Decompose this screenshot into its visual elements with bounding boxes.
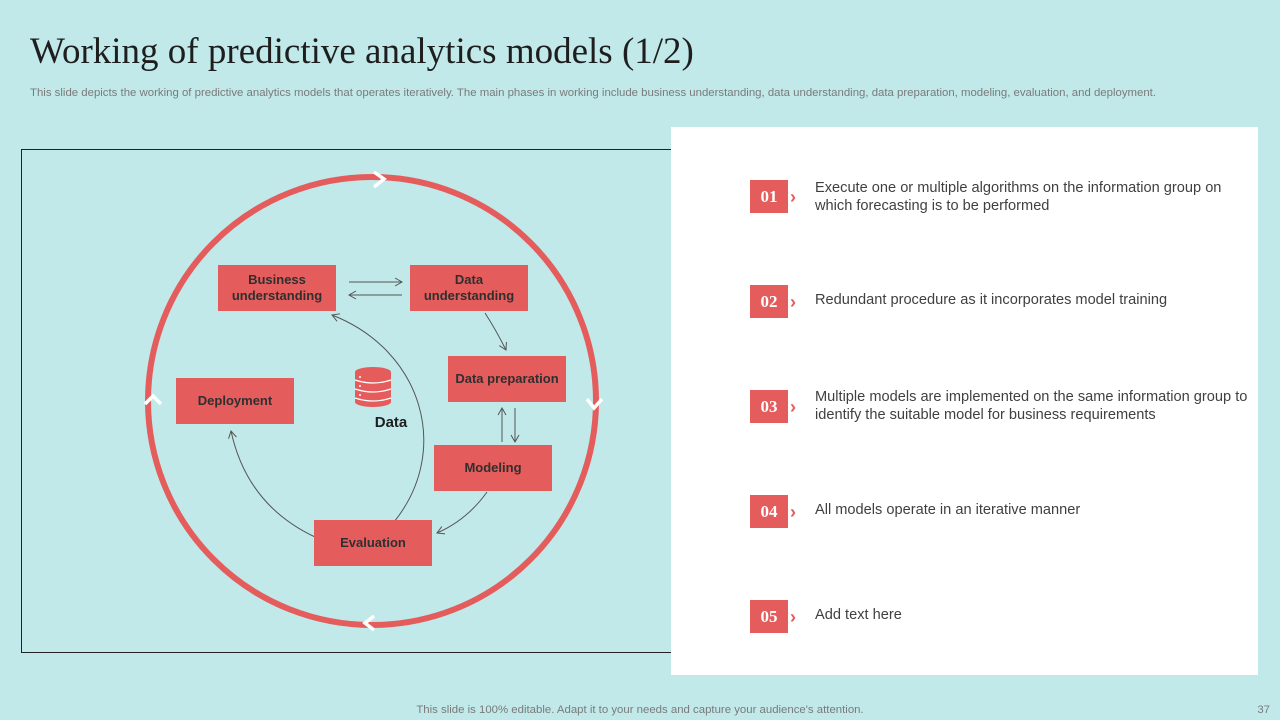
node-business-understanding: Business understanding xyxy=(218,265,336,311)
item-number-badge: 03 xyxy=(750,390,788,423)
chevron-right-icon: › xyxy=(790,607,796,627)
item-number-badge: 02 xyxy=(750,285,788,318)
ring-arrow-top xyxy=(372,170,387,189)
item-text: Multiple models are implemented on the s… xyxy=(815,389,1248,423)
item-text: All models operate in an iterative manne… xyxy=(815,502,1081,518)
diagram-panel: Business understanding Data understandin… xyxy=(21,149,731,653)
arrow-understanding-to-preparation xyxy=(484,312,507,351)
footer-note: This slide is 100% editable. Adapt it to… xyxy=(416,704,864,716)
item-text: Add text here xyxy=(815,607,902,623)
page-title: Working of predictive analytics models (… xyxy=(30,31,694,72)
steps-panel: 01 › Execute one or multiple algorithms … xyxy=(671,127,1258,675)
item-number-badge: 01 xyxy=(750,180,788,213)
arrow-evaluation-to-business xyxy=(331,313,425,523)
item-number-badge: 05 xyxy=(750,600,788,633)
ring-arrow-right xyxy=(585,397,604,411)
arrow-evaluation-to-deployment xyxy=(228,430,316,538)
ring-arrow-bottom xyxy=(362,614,376,632)
page-subtitle: This slide depicts the working of predic… xyxy=(30,87,1157,99)
node-data-understanding: Data understanding xyxy=(410,265,528,311)
chevron-right-icon: › xyxy=(790,397,796,417)
center-data-label: Data xyxy=(374,414,408,431)
node-data-preparation: Data preparation xyxy=(448,356,566,402)
item-number-badge: 04 xyxy=(750,495,788,528)
arrow-modeling-to-evaluation xyxy=(436,491,488,535)
ring-arrow-left xyxy=(143,393,163,406)
cycle-diagram xyxy=(143,170,604,632)
node-deployment: Deployment xyxy=(176,378,294,424)
database-icon xyxy=(354,367,392,407)
chevron-right-icon: › xyxy=(790,292,796,312)
page-number: 37 xyxy=(1257,704,1270,716)
item-text: Redundant procedure as it incorporates m… xyxy=(815,292,1168,308)
item-text: Execute one or multiple algorithms on th… xyxy=(815,180,1222,214)
chevron-right-icon: › xyxy=(790,502,796,522)
node-evaluation: Evaluation xyxy=(314,520,432,566)
chevron-right-icon: › xyxy=(790,187,796,207)
node-modeling: Modeling xyxy=(434,445,552,491)
